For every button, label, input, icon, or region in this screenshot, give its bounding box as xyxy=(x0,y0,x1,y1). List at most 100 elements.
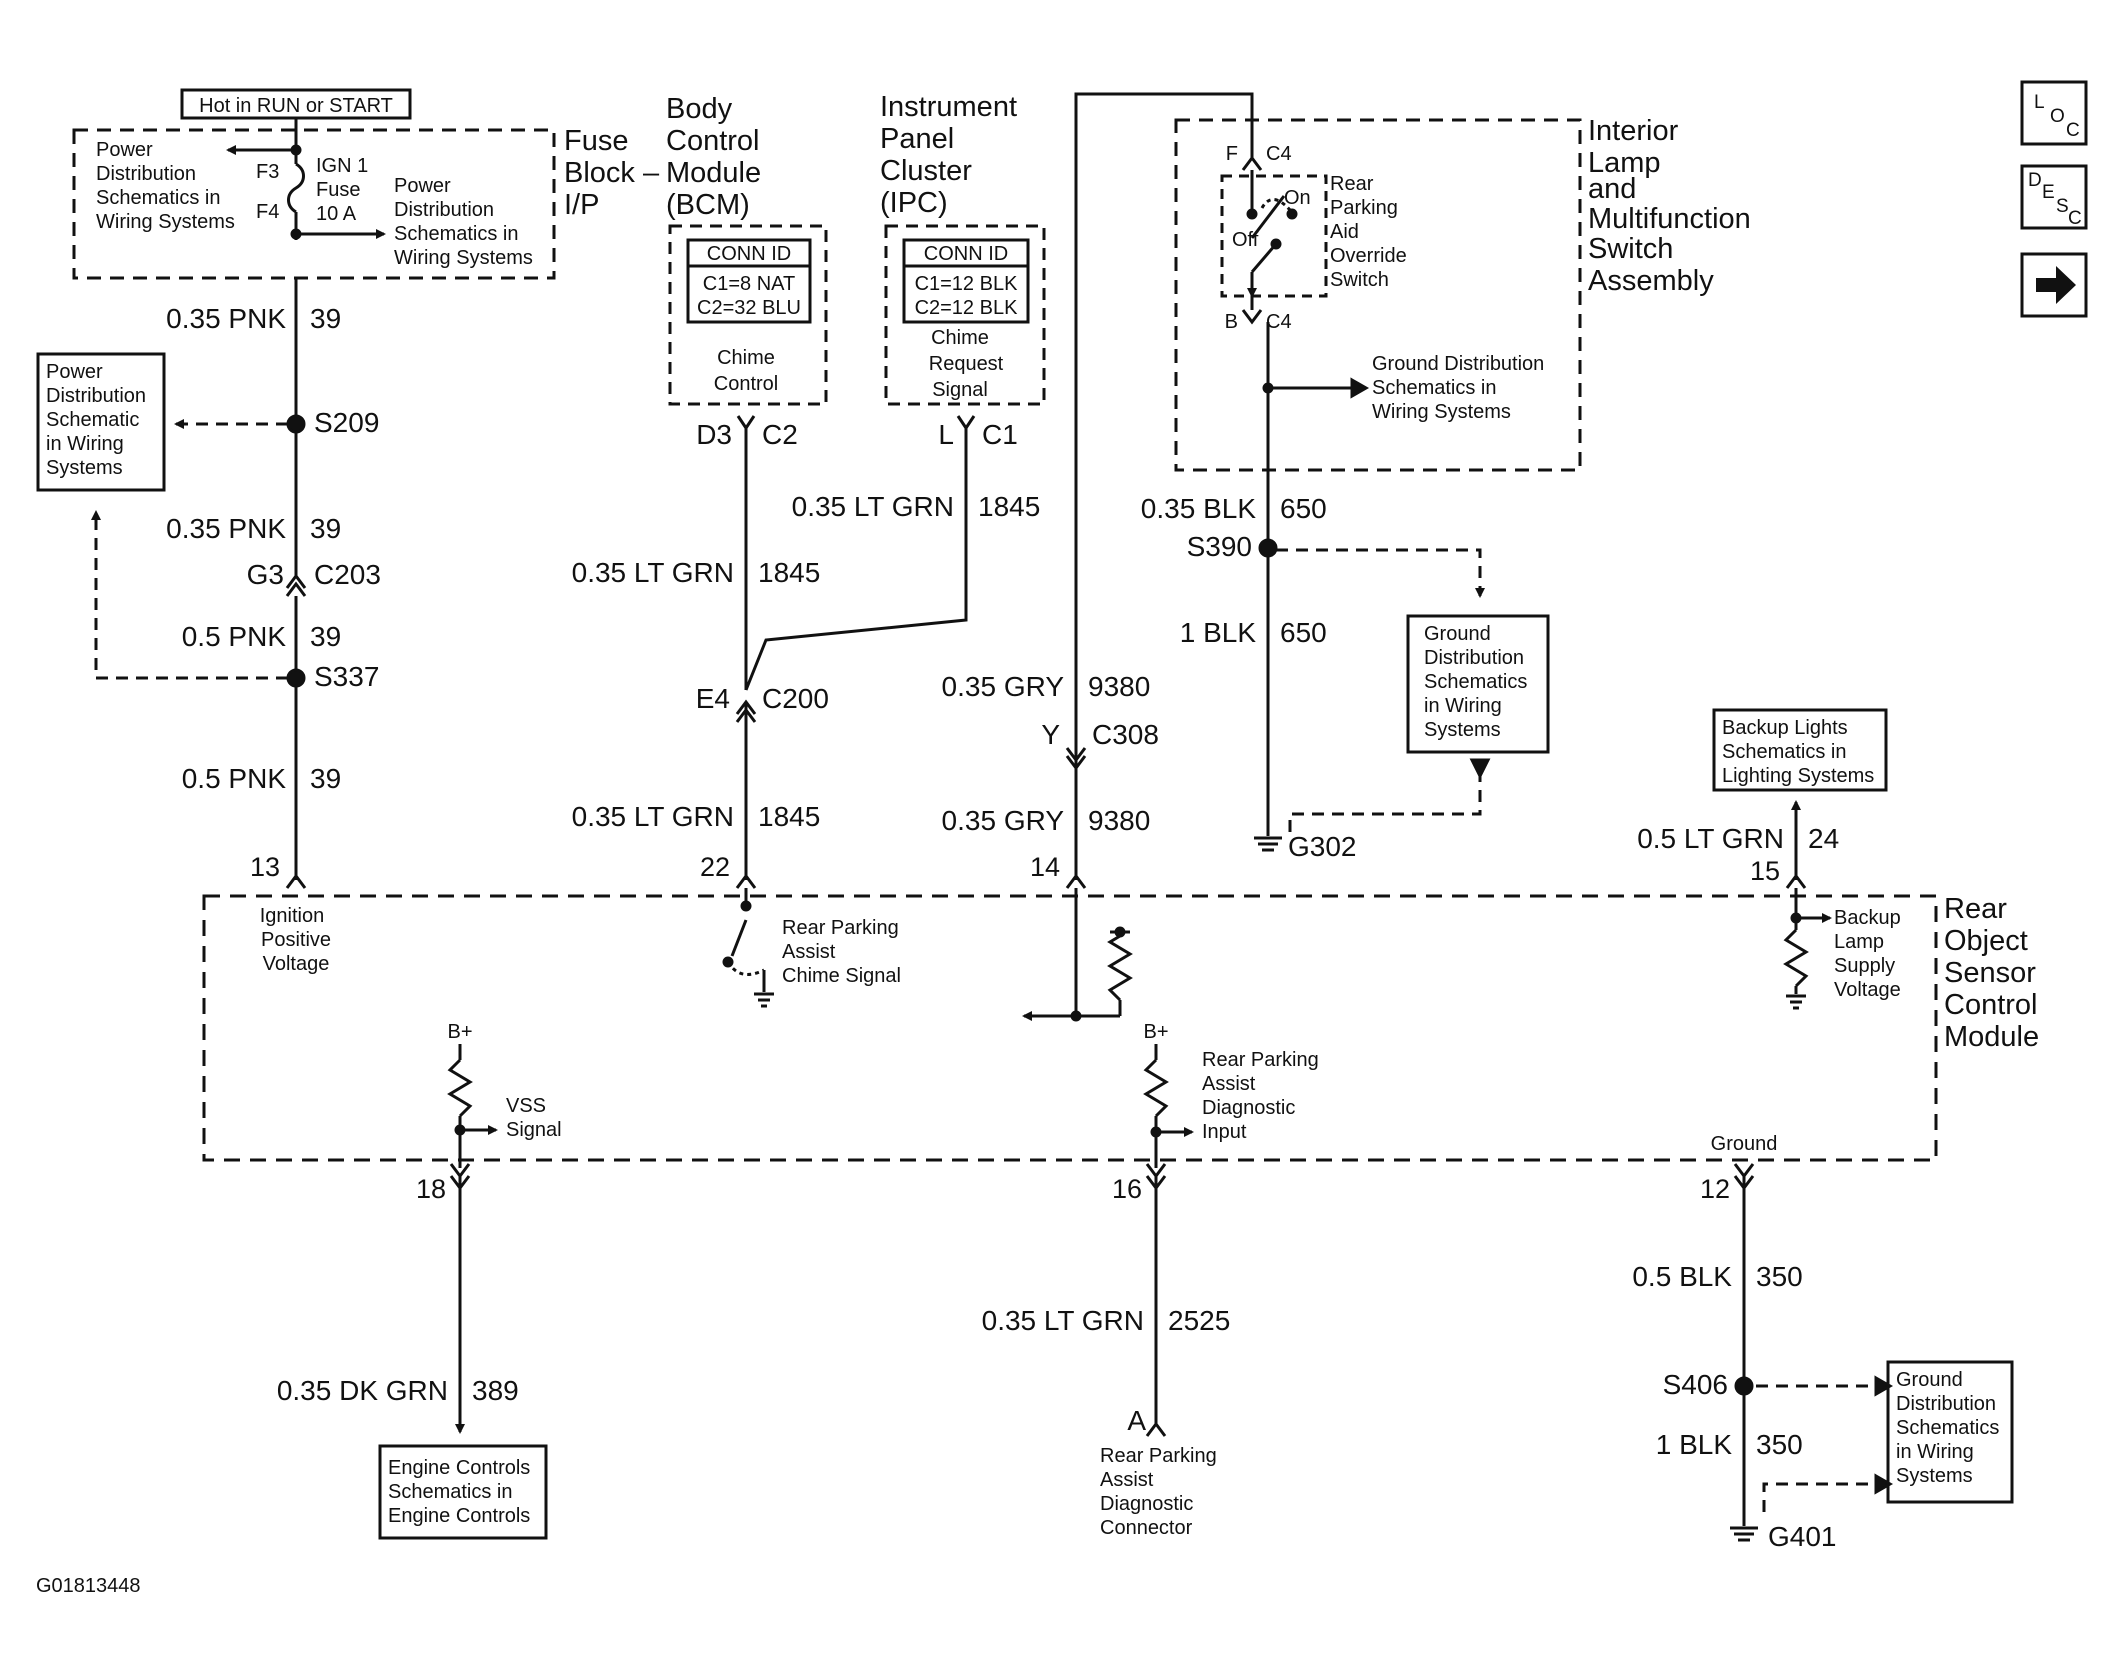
svg-text:C: C xyxy=(2066,120,2080,141)
switch-name-2: Parking xyxy=(1330,197,1398,219)
fuse-f3: F3 xyxy=(256,161,279,183)
ipc-title-4: (IPC) xyxy=(880,187,948,219)
svg-text:E: E xyxy=(2042,182,2055,203)
fuse-name-3: 10 A xyxy=(316,203,357,225)
diag-label-3: Diagnostic xyxy=(1202,1097,1295,1119)
power-ref-3: Schematic xyxy=(46,409,139,431)
g401-ground-ref-3: Schematics xyxy=(1896,1417,1999,1439)
ipc-title-2: Panel xyxy=(880,123,954,155)
desc-icon[interactable]: D E S C xyxy=(2020,164,2088,230)
fuse-ref-right-4: Wiring Systems xyxy=(394,247,533,269)
ipc-pin-l: L xyxy=(938,419,954,450)
ignition-label-1: Ignition xyxy=(260,905,325,927)
bplus-left: B+ xyxy=(447,1021,472,1043)
ipc-title-1: Instrument xyxy=(880,91,1017,123)
next-arrow-icon[interactable] xyxy=(2020,252,2088,318)
vss-label-2: Signal xyxy=(506,1119,562,1141)
svg-text:S: S xyxy=(2056,196,2069,217)
wire-2525-size: 0.35 LT GRN xyxy=(982,1305,1144,1336)
pin-18: 18 xyxy=(416,1174,446,1204)
splice-s406 xyxy=(1734,1376,1754,1396)
bcm-conn-c2: C2=32 BLU xyxy=(697,297,801,319)
interior-ground-ref-2: Schematics in xyxy=(1372,377,1497,399)
diag-conn-3: Diagnostic xyxy=(1100,1493,1193,1515)
conn-c4-top: C4 xyxy=(1266,143,1292,165)
override-switch-box xyxy=(1220,174,1328,298)
wire-39-circuit-3: 39 xyxy=(310,621,341,652)
ignition-label-2: Positive xyxy=(261,929,331,951)
pin-f: F xyxy=(1226,143,1238,165)
engine-ref-box xyxy=(378,1444,548,1540)
vss-resistor xyxy=(447,1058,473,1118)
fuse-name-2: Fuse xyxy=(316,179,360,201)
g401-ground-ref-5: Systems xyxy=(1896,1465,1973,1487)
splice-s209 xyxy=(286,414,306,434)
backup-wire-size: 0.5 LT GRN xyxy=(1637,823,1784,854)
power-ref-box xyxy=(36,352,166,492)
bcm-box xyxy=(668,224,828,406)
ipc-box xyxy=(884,224,1046,406)
ground-g401-label: G401 xyxy=(1768,1521,1837,1552)
wire-39-size-3: 0.5 PNK xyxy=(182,621,287,652)
chime-switch-blade xyxy=(730,919,748,957)
fuse-ref-right-1: Power xyxy=(394,175,451,197)
interior-title-2: Lamp xyxy=(1588,147,1661,179)
diag-conn-2: Assist xyxy=(1100,1469,1154,1491)
g401-ground-ref-1: Ground xyxy=(1896,1369,1963,1391)
gry-wire-circuit-1: 9380 xyxy=(1088,671,1150,702)
pin-12: 12 xyxy=(1700,1174,1730,1204)
wire-39-circuit-4: 39 xyxy=(310,763,341,794)
connector-c200-label: C200 xyxy=(762,683,829,714)
ipc-func-3: Signal xyxy=(932,379,988,401)
bcm-conn-id: CONN ID xyxy=(707,243,791,265)
bcm-pin-d3: D3 xyxy=(696,419,732,450)
loc-icon[interactable]: L O C xyxy=(2020,80,2088,146)
wire-389-size: 0.35 DK GRN xyxy=(277,1375,448,1406)
module-title-3: Sensor xyxy=(1944,957,2036,989)
g401-ground-ref-box xyxy=(1886,1360,2014,1504)
ignition-label-3: Voltage xyxy=(263,953,330,975)
engine-ref-2: Schematics in xyxy=(388,1481,513,1503)
switch-name-4: Override xyxy=(1330,245,1407,267)
wire-350-circuit-1: 350 xyxy=(1756,1261,1803,1292)
splice-s209-label: S209 xyxy=(314,407,379,438)
pin-15: 15 xyxy=(1750,856,1780,886)
blk-ground-ref-4: in Wiring xyxy=(1424,695,1502,717)
blk-wire-circuit-2: 650 xyxy=(1280,617,1327,648)
blk-ground-ref-5: Systems xyxy=(1424,719,1501,741)
bcm-func-1: Chime xyxy=(717,347,775,369)
pin-b: B xyxy=(1225,311,1238,333)
fuse-block-title-3: I/P xyxy=(564,189,599,221)
module-title-5: Module xyxy=(1944,1021,2039,1053)
gry-pull-resistor xyxy=(1107,934,1133,1002)
bplus-mid: B+ xyxy=(1143,1021,1168,1043)
ipc-title-3: Cluster xyxy=(880,155,972,187)
g401-ground-ref-2: Distribution xyxy=(1896,1393,1996,1415)
backup-ref-2: Schematics in xyxy=(1722,741,1847,763)
fuse-block-title-2: Block – xyxy=(564,157,660,189)
bcm-title-4: (BCM) xyxy=(666,189,750,221)
diag-label-1: Rear Parking xyxy=(1202,1049,1319,1071)
svg-text:L: L xyxy=(2034,92,2045,113)
blk-ground-ref-3: Schematics xyxy=(1424,671,1527,693)
splice-s390-label: S390 xyxy=(1187,531,1252,562)
fuse-f4: F4 xyxy=(256,201,279,223)
hot-label: Hot in RUN or START xyxy=(199,95,393,117)
ground-icon-chime xyxy=(754,992,774,1008)
fuse-name-1: IGN 1 xyxy=(316,155,368,177)
wire-350-circuit-2: 350 xyxy=(1756,1429,1803,1460)
connector-c203-label: C203 xyxy=(314,559,381,590)
splice-s337-label: S337 xyxy=(314,661,379,692)
gry-wire-size-1: 0.35 GRY xyxy=(942,671,1065,702)
interior-title-4: Multifunction xyxy=(1588,203,1751,235)
bcm-wire-circuit-1: 1845 xyxy=(758,557,820,588)
module-ground-label: Ground xyxy=(1711,1133,1778,1155)
blk-wire-size-2: 1 BLK xyxy=(1180,617,1257,648)
pin-22: 22 xyxy=(700,852,730,882)
ipc-conn-c2: C2=12 BLK xyxy=(915,297,1019,319)
backup-ref-1: Backup Lights xyxy=(1722,717,1848,739)
bcm-title-2: Control xyxy=(666,125,760,157)
bcm-title-1: Body xyxy=(666,93,733,125)
splice-s390 xyxy=(1258,538,1278,558)
